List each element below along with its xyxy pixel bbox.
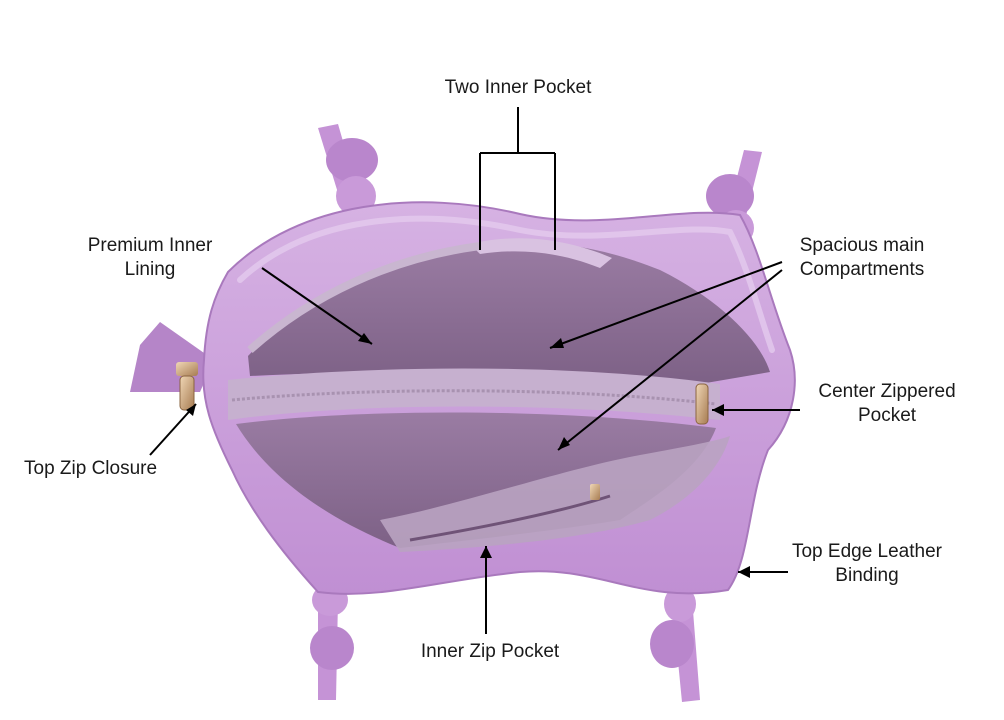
arrow-spacious-1: [550, 338, 564, 348]
label-edge-line1: Top Edge Leather: [791, 541, 942, 562]
knot-right-bottom: [664, 586, 696, 622]
arrow-inner-zip: [480, 546, 492, 558]
leader-top-zip: [149, 403, 197, 456]
upper-pocket-opening: [248, 242, 770, 384]
zip-end-tab: [130, 322, 214, 392]
arrow-premium-lining: [358, 333, 372, 344]
arrow-edge-binding: [738, 566, 750, 578]
upper-zipper-tape: [247, 242, 481, 353]
arrow-spacious-2: [558, 437, 570, 450]
label-spacious-main: Spacious main Compartments: [780, 234, 944, 282]
knot-left-top: [326, 138, 378, 182]
label-top-zip-text: Top Zip Closure: [24, 458, 158, 479]
top-zip-puller: [176, 362, 198, 411]
label-premium-lining-line1: Premium Inner: [87, 235, 213, 256]
leader-arrowheads: [186, 333, 750, 578]
label-top-zip-closure: Top Zip Closure: [24, 457, 157, 481]
center-zipper-divider: [228, 368, 720, 420]
label-edge-line2: Binding: [835, 565, 899, 586]
inner-zip-pocket-line: [409, 494, 611, 542]
label-top-edge-binding: Top Edge Leather Binding: [772, 540, 962, 588]
label-inner-zip-text: Inner Zip Pocket: [420, 641, 560, 662]
leader-two-inner-pocket: [479, 107, 556, 250]
leader-lines: [149, 107, 800, 634]
label-two-inner-pocket-text: Two Inner Pocket: [444, 77, 592, 98]
label-two-inner-pocket: Two Inner Pocket: [420, 76, 616, 100]
leader-spacious-1: [549, 261, 783, 349]
leader-spacious-2: [557, 269, 783, 451]
knot-right-top: [706, 174, 754, 218]
inner-pocket-lip: [470, 238, 612, 268]
label-center-zippered-pocket: Center Zippered Pocket: [800, 380, 974, 428]
knot-right-bottom-2: [650, 620, 694, 668]
label-premium-lining: Premium Inner Lining: [60, 234, 240, 282]
arrow-top-zip: [186, 404, 196, 416]
label-inner-zip-pocket: Inner Zip Pocket: [400, 640, 580, 664]
center-zip-puller: [695, 383, 709, 425]
inner-zip-puller: [590, 484, 600, 500]
label-spacious-line2: Compartments: [799, 259, 925, 280]
knot-left-bottom-2: [310, 626, 354, 670]
label-premium-lining-line2: Lining: [124, 259, 176, 280]
label-spacious-line1: Spacious main: [799, 235, 925, 256]
leader-premium-lining: [261, 267, 373, 345]
arrow-center-zip: [712, 404, 724, 416]
lower-lining-fold: [380, 436, 730, 552]
label-center-zip-line2: Pocket: [857, 405, 917, 426]
label-center-zip-line1: Center Zippered: [818, 381, 956, 402]
center-zipper-teeth: [231, 389, 717, 406]
